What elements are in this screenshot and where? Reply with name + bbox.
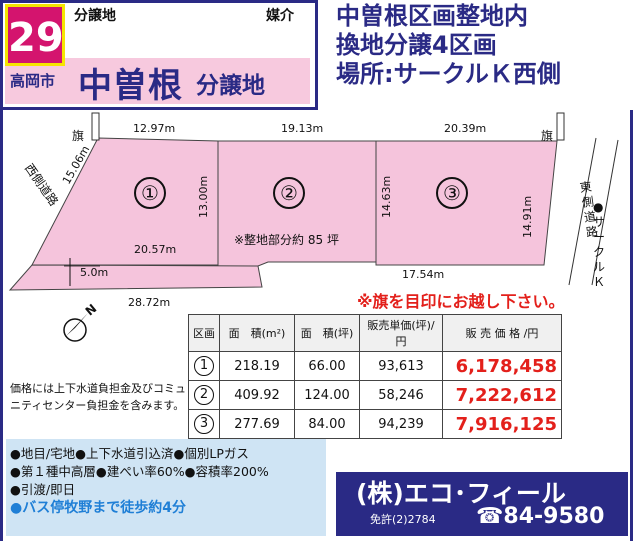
spec-line-3: ●引渡/即日 — [10, 482, 76, 497]
flag-notice: ※旗を目印にお越し下さい。 — [357, 292, 565, 311]
header-unit-price: 販売単価(坪)/円 — [359, 314, 443, 352]
row-lot: 2 — [194, 385, 214, 405]
dim-bottom-3: 17.54m — [402, 268, 445, 281]
header-area-tsubo: 面 積(坪) — [294, 314, 360, 352]
row-price: 6,178,458 — [442, 351, 562, 381]
header-lot: 区画 — [188, 314, 220, 352]
headline: 中曽根区画整地内 換地分譲4区画 場所:サークルＫ西側 — [336, 2, 631, 89]
headline-line-1: 中曽根区画整地内 — [336, 2, 528, 30]
spec-line-1: ●地目/宅地●上下水道引込済●個別LPガス — [10, 446, 249, 461]
table-row: 1 218.19 66.00 93,613 6,178,458 — [188, 351, 562, 381]
note-area: ※整地部分約 85 坪 — [234, 233, 339, 247]
table-row: 2 409.92 124.00 58,246 7,222,612 — [188, 380, 562, 410]
area-suffix: 分譲地 — [196, 73, 265, 99]
flag-right-label: 旗 — [541, 129, 554, 143]
row-area-m2: 218.19 — [219, 351, 295, 381]
license-number: 免許(2)2784 — [370, 513, 436, 526]
row-area-m2: 277.69 — [219, 409, 295, 439]
north-circle — [63, 318, 87, 342]
dim-step: 5.0m — [80, 266, 109, 279]
bus-access: ●バス停牧野まで徒歩約4分 — [10, 500, 186, 516]
headline-line-3: 場所:サークルＫ西側 — [336, 60, 561, 88]
area-name: 中曽根 — [78, 66, 183, 106]
city-label: 高岡市 — [10, 72, 56, 90]
phone-number[interactable]: ☎84-9580 — [476, 504, 605, 529]
type-label: 分譲地 — [74, 8, 116, 24]
agent-box — [336, 472, 628, 536]
row-unit-price: 58,246 — [359, 380, 443, 410]
label-bar: 分譲地 媒介 — [70, 3, 310, 25]
header-area-m2: 面 積(m²) — [219, 314, 295, 352]
header-price: 販 売 価 格 /円 — [442, 314, 562, 352]
row-unit-price: 93,613 — [359, 351, 443, 381]
dim-top-1: 12.97m — [133, 122, 176, 135]
table-header-row: 区画 面 積(m²) 面 積(坪) 販売単価(坪)/円 販 売 価 格 /円 — [188, 314, 562, 352]
lot-2-label: ② — [273, 177, 305, 209]
price-table: 区画 面 積(m²) 面 積(坪) 販売単価(坪)/円 販 売 価 格 /円 1… — [188, 314, 562, 439]
broker-label: 媒介 — [266, 8, 294, 24]
row-price: 7,916,125 — [442, 409, 562, 439]
row-area-m2: 409.92 — [219, 380, 295, 410]
dim-bottom: 28.72m — [128, 296, 171, 309]
row-unit-price: 94,239 — [359, 409, 443, 439]
row-lot: 3 — [194, 414, 214, 434]
lot-bottom-strip — [8, 264, 263, 291]
flag-left — [91, 112, 100, 141]
lot-3-shape — [375, 140, 558, 266]
dim-top-2: 19.13m — [281, 122, 324, 135]
north-arrow-icon — [66, 313, 88, 336]
row-price: 7,222,612 — [442, 380, 562, 410]
headline-line-2: 換地分譲4区画 — [336, 31, 497, 59]
dim-mid-3: 14.63m — [380, 175, 393, 218]
dim-right: 14.91m — [521, 195, 534, 238]
agent-name: (株)エコ･フィール — [356, 479, 566, 508]
flag-right — [556, 112, 565, 141]
row-area-tsubo: 66.00 — [294, 351, 360, 381]
row-area-tsubo: 84.00 — [294, 409, 360, 439]
row-lot: 1 — [194, 356, 214, 376]
spec-line-2: ●第１種中高層●建ぺい率60%●容積率200% — [10, 464, 269, 479]
dim-top-3: 20.39m — [444, 122, 487, 135]
dim-mid-1: 13.00m — [197, 175, 210, 218]
lot-3-label: ③ — [436, 177, 468, 209]
spec-box: ●地目/宅地●上下水道引込済●個別LPガス ●第１種中高層●建ぺい率60%●容積… — [6, 439, 326, 536]
price-note: 価格には上下水道負担金及びコミュニティセンター負担金を含みます。 — [10, 382, 186, 412]
lot-number-badge: 29 — [5, 4, 65, 66]
circle-k-label: ●サークルＫ — [593, 200, 606, 289]
table-row: 3 277.69 84.00 94,239 7,916,125 — [188, 409, 562, 439]
lot-1-label: ① — [134, 177, 166, 209]
flag-left-label: 旗 — [72, 129, 85, 143]
row-area-tsubo: 124.00 — [294, 380, 360, 410]
dim-mid-bottom-1: 20.57m — [134, 243, 177, 256]
